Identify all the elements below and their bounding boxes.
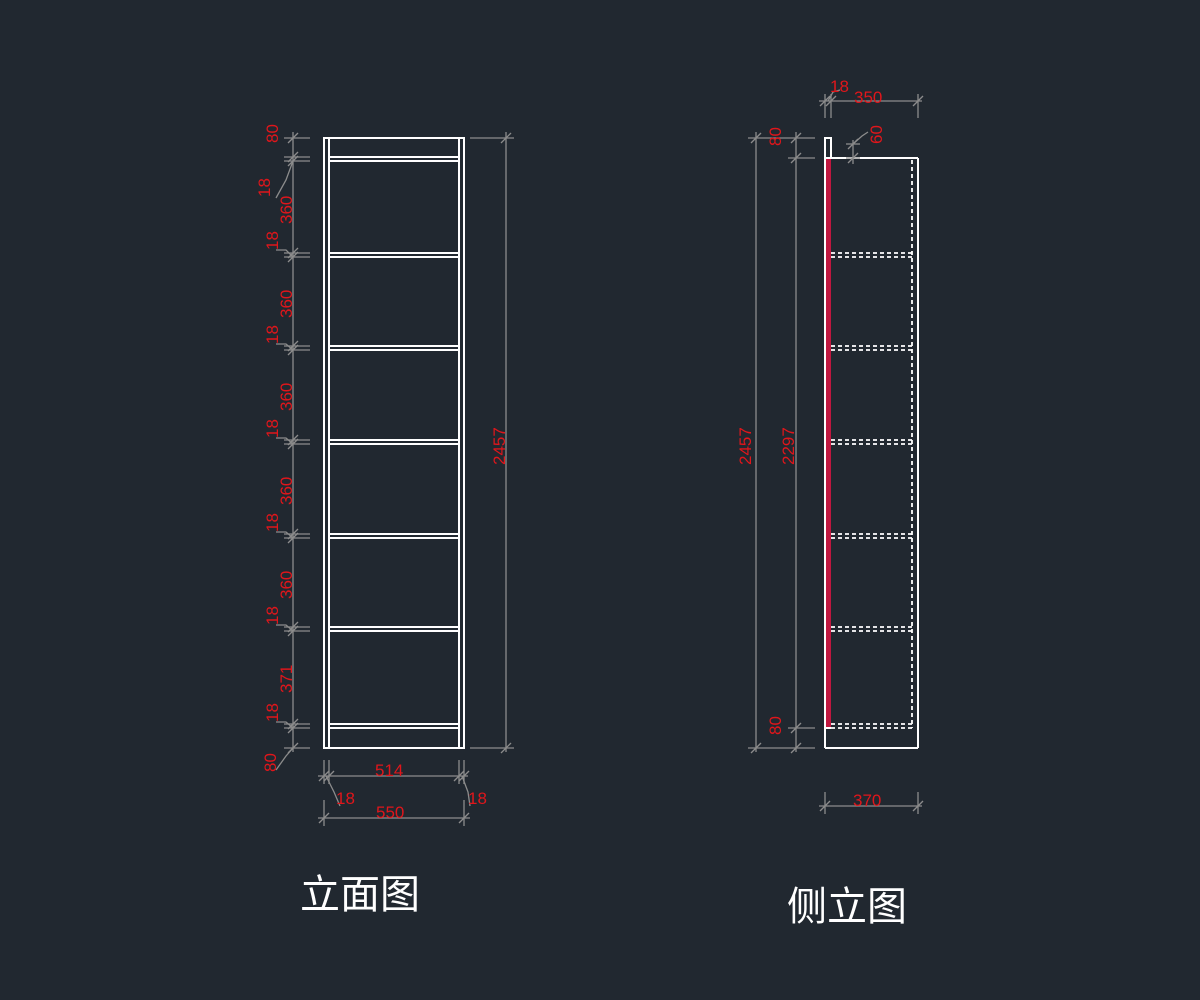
front-view-title: 立面图 [300, 872, 420, 918]
side-back-panel [825, 158, 831, 728]
front-dim-bottom-shelf: 18 [263, 703, 282, 722]
front-dim-total-width: 550 [376, 803, 404, 822]
front-view [323, 137, 465, 749]
front-dim-bay-6: 371 [277, 665, 296, 693]
side-dimension-labels: 18 350 60 80 80 2457 2297 370 [736, 77, 886, 810]
front-dim-side-left: 18 [336, 789, 355, 808]
side-dim-total-height: 2457 [736, 427, 755, 465]
front-dim-bay-1: 360 [277, 196, 296, 224]
front-dim-bay-3: 360 [277, 383, 296, 411]
side-view-title: 侧立图 [787, 884, 907, 930]
front-outer-frame [323, 137, 465, 749]
front-dim-bay-5: 360 [277, 571, 296, 599]
side-view [824, 137, 919, 749]
front-dim-bottom-plinth: 80 [261, 753, 280, 772]
front-dim-top-rail: 18 [255, 178, 274, 197]
side-dim-top-plinth: 80 [766, 127, 785, 146]
front-dim-inner-width: 514 [375, 761, 403, 780]
side-dim-back-thickness: 18 [830, 77, 849, 96]
front-dim-total-height: 2457 [490, 427, 509, 465]
front-dimension-lines [275, 132, 514, 826]
front-dim-shelf-1: 18 [263, 231, 282, 250]
side-dim-total-depth: 370 [853, 791, 881, 810]
front-dim-shelf-4: 18 [263, 513, 282, 532]
front-dim-shelf-3: 18 [263, 419, 282, 438]
front-dim-shelf-2: 18 [263, 325, 282, 344]
front-dim-bay-4: 360 [277, 477, 296, 505]
side-dim-bottom-plinth: 80 [766, 716, 785, 735]
side-dim-offset: 60 [867, 125, 886, 144]
side-dimension-lines [748, 89, 924, 814]
side-dim-inner-height: 2297 [779, 427, 798, 465]
front-dim-top-plinth: 80 [263, 124, 282, 143]
side-top-cap [824, 137, 832, 158]
side-dim-depth: 350 [854, 88, 882, 107]
front-dimension-labels: 80 18 360 18 360 18 360 18 360 18 360 18… [255, 124, 509, 822]
front-dim-shelf-5: 18 [263, 606, 282, 625]
front-dim-bay-2: 360 [277, 290, 296, 318]
front-dim-side-right: 18 [468, 789, 487, 808]
